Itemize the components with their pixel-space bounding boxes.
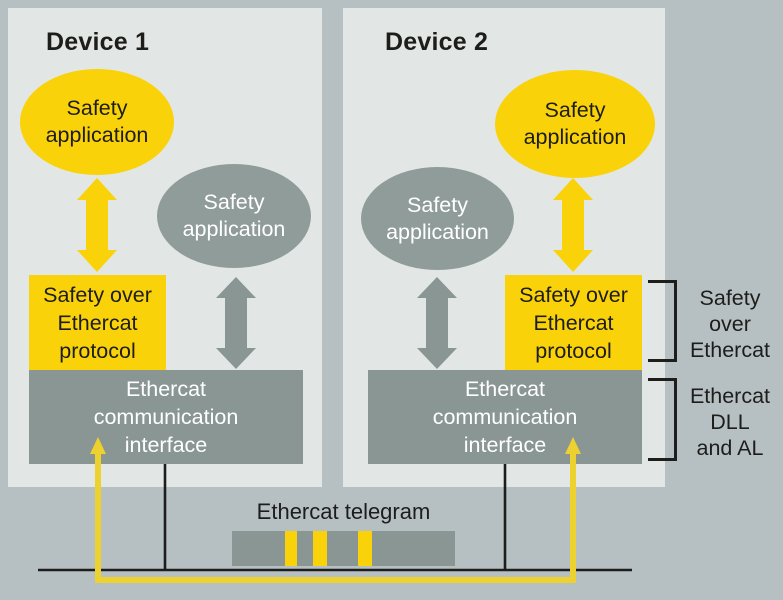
label-line: application xyxy=(523,125,627,149)
label-line: communication xyxy=(93,405,239,429)
device1-ethercat-communication-interface-box: Ethercat communication interface xyxy=(29,370,303,464)
safety-over-ethercat-side-label: Safety over Ethercat xyxy=(679,285,781,363)
label-line: Safety over xyxy=(43,282,152,307)
device1-safety-application-gray-ellipse: Safety application xyxy=(157,164,311,268)
device2-safety-application-yellow-ellipse: Safety application xyxy=(495,70,655,178)
ethercat-dll-side-label: Ethercat DLL and AL xyxy=(679,383,781,461)
label-line: and AL xyxy=(696,436,764,460)
device1-safety-over-ethercat-protocol-box: Safety over Ethercat protocol xyxy=(29,275,166,370)
device2-title: Device 2 xyxy=(385,28,489,56)
label-line: Safety over xyxy=(519,282,628,307)
label-line: Safety xyxy=(203,190,265,214)
label-line: Ethercat xyxy=(689,384,771,408)
label-line: Ethercat xyxy=(57,310,138,335)
device1-safety-application-yellow-ellipse: Safety application xyxy=(20,69,174,175)
ethercat-dll-bracket xyxy=(648,378,677,461)
label-line: Ethercat xyxy=(533,310,614,335)
label-line: Ethercat xyxy=(125,377,207,401)
label-line: application xyxy=(386,219,489,244)
ethercat-telegram-label: Ethercat telegram xyxy=(256,499,431,524)
label-line: Safety xyxy=(699,286,761,310)
label-line: application xyxy=(182,217,286,241)
label-line: protocol xyxy=(59,338,136,363)
device2-safety-application-gray-ellipse: Safety application xyxy=(361,167,514,270)
telegram-yellow-stripe xyxy=(313,531,327,566)
label-line: Ethercat xyxy=(689,338,771,362)
device2-ethercat-communication-interface-box: Ethercat communication interface xyxy=(368,370,642,464)
device1-title: Device 1 xyxy=(46,28,150,56)
telegram-yellow-stripe xyxy=(285,531,297,566)
ethercat-telegram-bar xyxy=(232,531,455,566)
label-line: DLL xyxy=(710,410,750,434)
label-line: over xyxy=(709,312,751,336)
label-line: application xyxy=(45,123,149,147)
device2-safety-over-ethercat-protocol-box: Safety over Ethercat protocol xyxy=(505,275,642,370)
label-line: Safety xyxy=(544,98,606,122)
label-line: protocol xyxy=(535,338,612,363)
label-line: Safety xyxy=(66,96,128,120)
label-line: interface xyxy=(124,433,208,457)
telegram-yellow-stripe xyxy=(358,531,372,566)
label-line: Safety xyxy=(407,192,468,217)
label-line: interface xyxy=(463,433,547,457)
label-line: communication xyxy=(432,405,578,429)
safety-over-ethercat-bracket xyxy=(648,280,677,362)
label-line: Ethercat xyxy=(464,377,546,401)
